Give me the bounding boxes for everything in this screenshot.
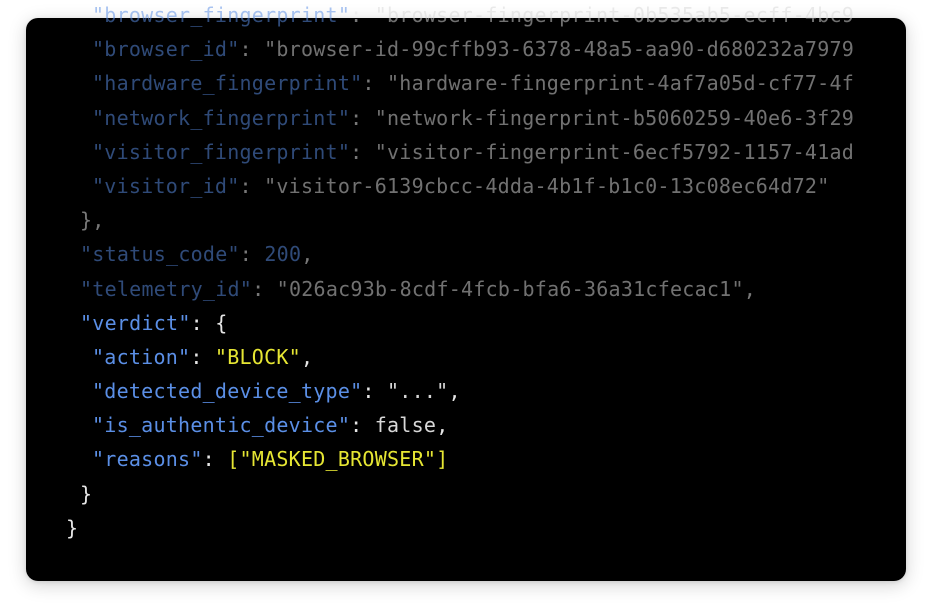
code-line: "browser_id": "browser-id-99cffb93-6378-… — [26, 32, 906, 66]
code-line: "network_fingerprint": "network-fingerpr… — [26, 101, 906, 135]
json-key: "status_code" — [80, 242, 240, 267]
json-value: } — [66, 515, 79, 540]
key-separator: : — [362, 379, 387, 404]
json-value: { — [215, 310, 228, 335]
json-key: "hardware_fingerprint" — [92, 71, 363, 96]
json-key: "telemetry_id" — [80, 276, 253, 301]
json-value: "..." — [387, 379, 449, 404]
json-key: "action" — [92, 344, 191, 369]
json-key: "detected_device_type" — [92, 379, 363, 404]
code-line: } — [26, 511, 906, 545]
key-separator: : — [350, 413, 375, 438]
json-value: false — [374, 413, 437, 438]
key-separator: : — [362, 71, 387, 96]
json-key: "verdict" — [80, 310, 191, 335]
line-terminator: , — [448, 379, 461, 404]
code-line: "telemetry_id": "026ac93b-8cdf-4fcb-bfa6… — [26, 272, 906, 306]
json-key: "visitor_id" — [92, 173, 240, 198]
key-separator: : — [239, 173, 265, 198]
json-value: 200 — [264, 242, 302, 267]
json-value: ["MASKED_BROWSER"] — [227, 447, 449, 472]
code-line: "detected_device_type": "...", — [26, 374, 906, 408]
key-separator: : — [350, 105, 375, 130]
code-line: } — [26, 477, 906, 511]
key-separator: : — [239, 242, 265, 267]
code-line: "reasons": ["MASKED_BROWSER"] — [26, 442, 906, 476]
json-value: "browser-id-99cffb93-6378-48a5-aa90-d680… — [264, 37, 855, 62]
json-key: "reasons" — [92, 447, 203, 472]
line-terminator: , — [436, 413, 449, 438]
code-line: "hardware_fingerprint": "hardware-finger… — [26, 66, 906, 100]
code-line: "visitor_id": "visitor-6139cbcc-4dda-4b1… — [26, 169, 906, 203]
json-key: "browser_fingerprint" — [92, 3, 351, 27]
json-value: } — [80, 481, 93, 506]
line-terminator: , — [301, 242, 314, 267]
code-line: "status_code": 200, — [26, 237, 906, 271]
key-separator: : — [239, 37, 265, 62]
json-value: } — [80, 208, 93, 233]
code-line: }, — [26, 203, 906, 237]
key-separator: : — [190, 310, 216, 335]
line-terminator: , — [743, 276, 757, 301]
json-value: "hardware-fingerprint-4af7a05d-cf77-4f — [387, 71, 855, 96]
code-line: "browser_fingerprint": "browser-fingerpr… — [26, 0, 906, 32]
json-value: "network-fingerprint-b5060259-40e6-3f29 — [374, 105, 855, 130]
json-value: "BLOCK" — [214, 344, 301, 369]
key-separator: : — [350, 139, 375, 164]
json-key: "network_fingerprint" — [92, 105, 351, 130]
line-terminator: , — [300, 344, 314, 369]
line-terminator: , — [92, 208, 105, 233]
code-line: "is_authentic_device": false, — [26, 408, 906, 442]
json-value: "browser-fingerprint-0b535ab5-ecff-4bc9 — [374, 3, 855, 27]
json-value: "visitor-6139cbcc-4dda-4b1f-b1c0-13c08ec… — [264, 173, 830, 198]
code-line: "visitor_fingerprint": "visitor-fingerpr… — [26, 135, 906, 169]
json-value: "026ac93b-8cdf-4fcb-bfa6-36a31cfecac1" — [276, 276, 744, 301]
json-key: "is_authentic_device" — [92, 413, 351, 438]
key-separator: : — [202, 447, 228, 472]
code-line: "verdict": { — [26, 306, 906, 340]
json-key: "browser_id" — [92, 37, 240, 62]
json-value: "visitor-fingerprint-6ecf5792-1157-41ad — [374, 139, 855, 164]
code-line: "action": "BLOCK", — [26, 340, 906, 374]
code-window: "browser_fingerprint": "browser-fingerpr… — [26, 3, 906, 581]
key-separator: : — [190, 344, 215, 369]
json-code-block: "browser_fingerprint": "browser-fingerpr… — [26, 0, 906, 545]
json-key: "visitor_fingerprint" — [92, 139, 351, 164]
key-separator: : — [350, 3, 375, 27]
key-separator: : — [252, 276, 277, 301]
